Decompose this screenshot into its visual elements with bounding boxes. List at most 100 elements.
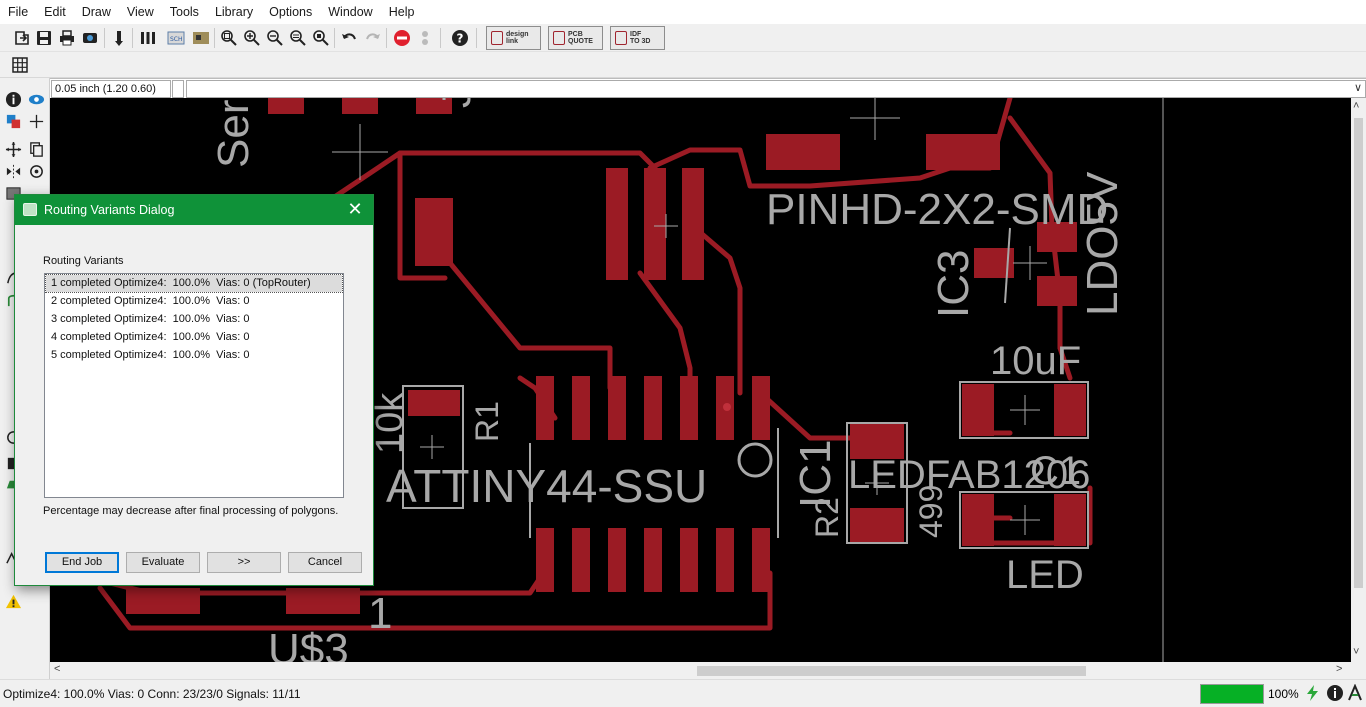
zoom-redraw-icon[interactable] — [288, 28, 308, 48]
next-button[interactable]: >> — [207, 552, 281, 573]
command-history-dropdown[interactable]: ∨ — [1353, 82, 1362, 94]
list-item[interactable]: 1 completed Optimize4: 100.0% Vias: 0 (T… — [45, 274, 343, 293]
label-r2: R2 — [809, 497, 845, 538]
group-icon[interactable] — [4, 184, 22, 202]
menu-draw[interactable]: Draw — [81, 5, 111, 19]
grid-icon[interactable] — [10, 55, 30, 75]
routing-variants-label: Routing Variants — [43, 255, 124, 267]
script-icon[interactable] — [109, 28, 129, 48]
zoom-out-icon[interactable] — [265, 28, 285, 48]
cancel-button[interactable]: Cancel — [288, 552, 362, 573]
ulp-icon[interactable] — [138, 28, 158, 48]
scroll-right-icon[interactable]: ˃ — [1336, 663, 1343, 675]
scroll-down-icon[interactable]: ˅ — [1353, 646, 1360, 658]
dialog-title-bar[interactable]: Routing Variants Dialog ✕ — [15, 195, 373, 225]
routing-variants-list[interactable]: 1 completed Optimize4: 100.0% Vias: 0 (T… — [44, 273, 344, 498]
zoom-fit-icon[interactable] — [219, 28, 239, 48]
idf-to-3d-icon — [615, 31, 627, 45]
stop-icon[interactable] — [392, 28, 412, 48]
pcb-quote-icon — [553, 31, 565, 45]
command-input[interactable] — [186, 80, 1366, 98]
menu-bar: File Edit Draw View Tools Library Option… — [0, 0, 1366, 24]
origin-crosses — [332, 98, 1047, 535]
label-499: 499 — [913, 485, 949, 538]
open-icon[interactable] — [12, 28, 32, 48]
list-item[interactable]: 2 completed Optimize4: 100.0% Vias: 0 — [51, 295, 250, 307]
menu-help[interactable]: Help — [388, 5, 415, 19]
command-row: 0.05 inch (1.20 0.60) ∨ — [50, 78, 1366, 98]
label-ic1: IC1 — [791, 440, 840, 508]
coordinate-toggle[interactable] — [172, 80, 184, 98]
zoom-select-icon[interactable] — [311, 28, 331, 48]
label-ic3: IC3 — [929, 250, 978, 318]
scroll-left-icon[interactable]: ˂ — [54, 663, 61, 675]
mirror-icon[interactable] — [4, 162, 22, 180]
end-job-button[interactable]: End Job — [45, 552, 119, 573]
parameter-toolbar — [0, 52, 1366, 78]
silkscreen-labels: Ser PINHD-2X2-SMD IC3 LDO5V 10uF C1 10k … — [209, 98, 1127, 662]
scroll-up-icon[interactable]: ˄ — [1353, 100, 1360, 112]
cam-processor-icon[interactable] — [80, 28, 100, 48]
help-icon[interactable]: ? — [450, 28, 470, 48]
label-10uf: 10uF — [990, 339, 1081, 383]
menu-tools[interactable]: Tools — [169, 5, 199, 19]
undo-icon[interactable] — [339, 28, 359, 48]
print-icon[interactable] — [57, 28, 77, 48]
label-pin1: 1 — [368, 589, 392, 638]
label-ldo5v: LDO5V — [1078, 171, 1127, 316]
save-icon[interactable] — [34, 28, 54, 48]
menu-view[interactable]: View — [126, 5, 154, 19]
label-r1: R1 — [469, 401, 505, 442]
go-icon[interactable] — [415, 28, 435, 48]
list-item[interactable]: 3 completed Optimize4: 100.0% Vias: 0 — [51, 313, 250, 325]
rotate-icon[interactable] — [27, 162, 45, 180]
horizontal-scroll-thumb[interactable] — [697, 666, 1086, 676]
label-ser: Ser — [209, 100, 258, 168]
close-icon[interactable]: ✕ — [347, 199, 363, 219]
svg-text:SCH: SCH — [170, 36, 183, 43]
copy-icon[interactable] — [27, 140, 45, 158]
rect-icon[interactable] — [4, 454, 22, 472]
vertical-scroll-thumb[interactable] — [1354, 118, 1363, 588]
menu-options[interactable]: Options — [269, 5, 313, 19]
move-icon[interactable] — [4, 140, 22, 158]
status-info-icon[interactable] — [1326, 684, 1344, 702]
label-led: LED — [1006, 553, 1084, 597]
list-item[interactable]: 5 completed Optimize4: 100.0% Vias: 0 — [51, 349, 250, 361]
svg-text:?: ? — [457, 32, 464, 46]
board-icon[interactable] — [191, 28, 211, 48]
routing-variants-dialog: Routing Variants Dialog ✕ Routing Varian… — [14, 194, 374, 586]
zoom-in-icon[interactable] — [242, 28, 262, 48]
redo-icon[interactable] — [363, 28, 383, 48]
schematic-icon[interactable]: SCH — [166, 28, 186, 48]
progress-bar — [1200, 684, 1264, 704]
polygon-note: Percentage may decrease after final proc… — [43, 505, 339, 517]
vertical-scrollbar[interactable]: ˄ ˅ — [1351, 98, 1366, 662]
fusion-icon[interactable] — [1346, 684, 1364, 702]
menu-file[interactable]: File — [8, 5, 29, 19]
show-icon[interactable] — [27, 90, 45, 108]
label-ledfab: LEDFAB1206 — [848, 453, 1090, 497]
list-item[interactable]: 4 completed Optimize4: 100.0% Vias: 0 — [51, 331, 250, 343]
mark-icon[interactable] — [27, 112, 45, 130]
label-u3: U$3 — [268, 625, 349, 662]
info-icon[interactable] — [4, 90, 22, 108]
dialog-title: Routing Variants Dialog — [44, 203, 175, 217]
menu-library[interactable]: Library — [214, 5, 254, 19]
board-drawing: Ser PINHD-2X2-SMD IC3 LDO5V 10uF C1 10k … — [87, 98, 1164, 662]
horizontal-scrollbar[interactable]: ˂ ˃ — [50, 662, 1351, 679]
lightning-icon[interactable] — [1304, 684, 1322, 702]
progress-label: 100% — [1268, 687, 1299, 701]
menu-window[interactable]: Window — [328, 5, 373, 19]
drc-warning-icon[interactable] — [4, 592, 22, 610]
app-icon — [23, 203, 37, 216]
layers-icon[interactable] — [4, 112, 22, 130]
evaluate-button[interactable]: Evaluate — [126, 552, 200, 573]
coordinate-display: 0.05 inch (1.20 0.60) — [51, 80, 171, 98]
menu-edit[interactable]: Edit — [44, 5, 66, 19]
status-bar: Optimize4: 100.0% Vias: 0 Conn: 23/23/0 … — [0, 679, 1366, 707]
